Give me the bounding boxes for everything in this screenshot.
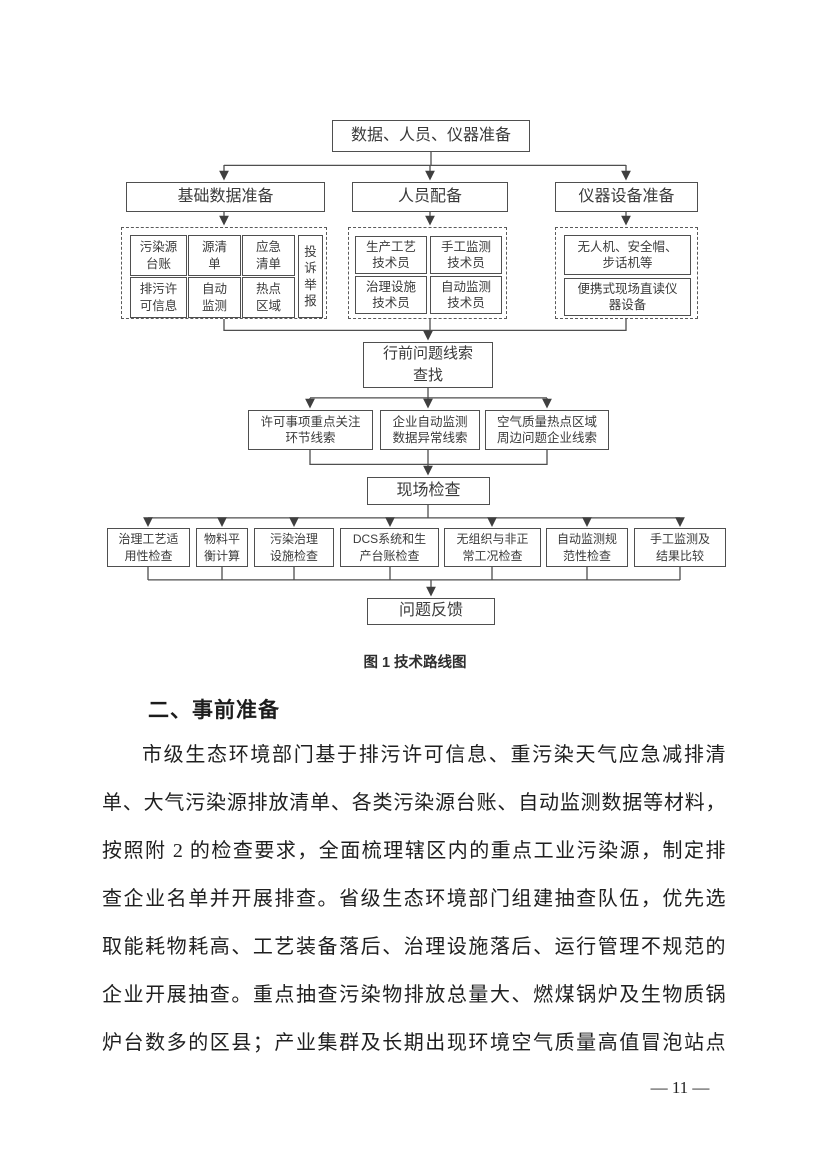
body-line: 取能耗物耗高、工艺装备落后、治理设施落后、运行管理不规范的	[102, 936, 726, 958]
flow-node-process-suitability-check: 治理工艺适 用性检查	[107, 528, 190, 567]
flow-cell-drone-helmet: 无人机、安全帽、 步话机等	[564, 235, 691, 275]
body-line: 炉台数多的区县；产业集群及长期出现环境空气质量高值冒泡站点	[102, 1032, 726, 1054]
body-line: 按照附 2 的检查要求，全面梳理辖区内的重点工业污染源，制定排	[102, 840, 726, 862]
body-line: 市级生态环境部门基于排污许可信息、重污染天气应急减排清	[142, 744, 726, 766]
flow-node-manual-monitoring-compare: 手工监测及 结果比较	[634, 528, 726, 567]
flow-cell-complaints: 投 诉 举 报	[298, 235, 323, 318]
figure-caption: 图 1 技术路线图	[363, 655, 467, 671]
flow-node-clue-search: 行前问题线索 查找	[363, 342, 493, 388]
flow-node-dcs-ledger-check: DCS系统和生 产台账检查	[340, 528, 439, 567]
flow-cell-pollution-ledger: 污染源 台账	[130, 235, 187, 276]
flow-node-basic-data: 基础数据准备	[126, 182, 325, 212]
flow-node-treatment-facility-check: 污染治理 设施检查	[254, 528, 334, 567]
group-basic-data: 污染源 台账 源清 单 应急 清单 排污许 可信息 自动 监测 热点 区域 投 …	[121, 227, 327, 319]
flow-node-prepare: 数据、人员、仪器准备	[332, 120, 530, 152]
flow-cell-emergency-list: 应急 清单	[242, 235, 295, 276]
group-equipment: 无人机、安全帽、 步话机等 便携式现场直读仪 器设备	[555, 227, 698, 319]
flow-node-site-inspection: 现场检查	[367, 477, 490, 505]
flow-node-permit-clues: 许可事项重点关注 环节线索	[248, 410, 373, 450]
body-paragraph: 市级生态环境部门基于排污许可信息、重污染天气应急减排清 单、大气污染源排放清单、…	[102, 731, 726, 1067]
section-heading: 二、事前准备	[148, 699, 280, 722]
flow-node-personnel: 人员配备	[352, 182, 508, 212]
flow-cell-source-list: 源清 单	[188, 235, 241, 276]
flow-node-air-quality-clues: 空气质量热点区域 周边问题企业线索	[485, 410, 609, 450]
flow-node-feedback: 问题反馈	[367, 598, 495, 625]
flow-cell-portable-instruments: 便携式现场直读仪 器设备	[564, 278, 691, 316]
group-personnel: 生产工艺 技术员 手工监测 技术员 治理设施 技术员 自动监测 技术员	[348, 227, 507, 319]
flow-cell-auto-monitoring-technician: 自动监测 技术员	[430, 276, 502, 314]
body-line: 查企业名单并开展排查。省级生态环境部门组建抽查队伍，优先选	[102, 888, 726, 910]
body-line: 单、大气污染源排放清单、各类污染源台账、自动监测数据等材料，	[102, 792, 726, 814]
flow-node-auto-monitoring-check: 自动监测规 范性检查	[546, 528, 628, 567]
flow-cell-hotspot-area: 热点 区域	[242, 277, 295, 318]
page-number: — 11 —	[650, 1078, 710, 1097]
flow-node-fugitive-abnormal-check: 无组织与非正 常工况检查	[444, 528, 541, 567]
flow-cell-manual-monitoring-technician: 手工监测 技术员	[430, 236, 502, 274]
flow-cell-auto-monitoring: 自动 监测	[188, 277, 241, 318]
flow-cell-treatment-facility-technician: 治理设施 技术员	[355, 276, 427, 314]
flow-node-equipment: 仪器设备准备	[555, 182, 698, 212]
flow-node-monitoring-anomaly-clues: 企业自动监测 数据异常线索	[380, 410, 480, 450]
flow-cell-permit-info: 排污许 可信息	[130, 277, 187, 318]
flow-node-material-balance: 物料平 衡计算	[196, 528, 248, 567]
flow-cell-process-technician: 生产工艺 技术员	[355, 236, 427, 274]
body-line: 企业开展抽查。重点抽查污染物排放总量大、燃煤锅炉及生物质锅	[102, 984, 726, 1006]
